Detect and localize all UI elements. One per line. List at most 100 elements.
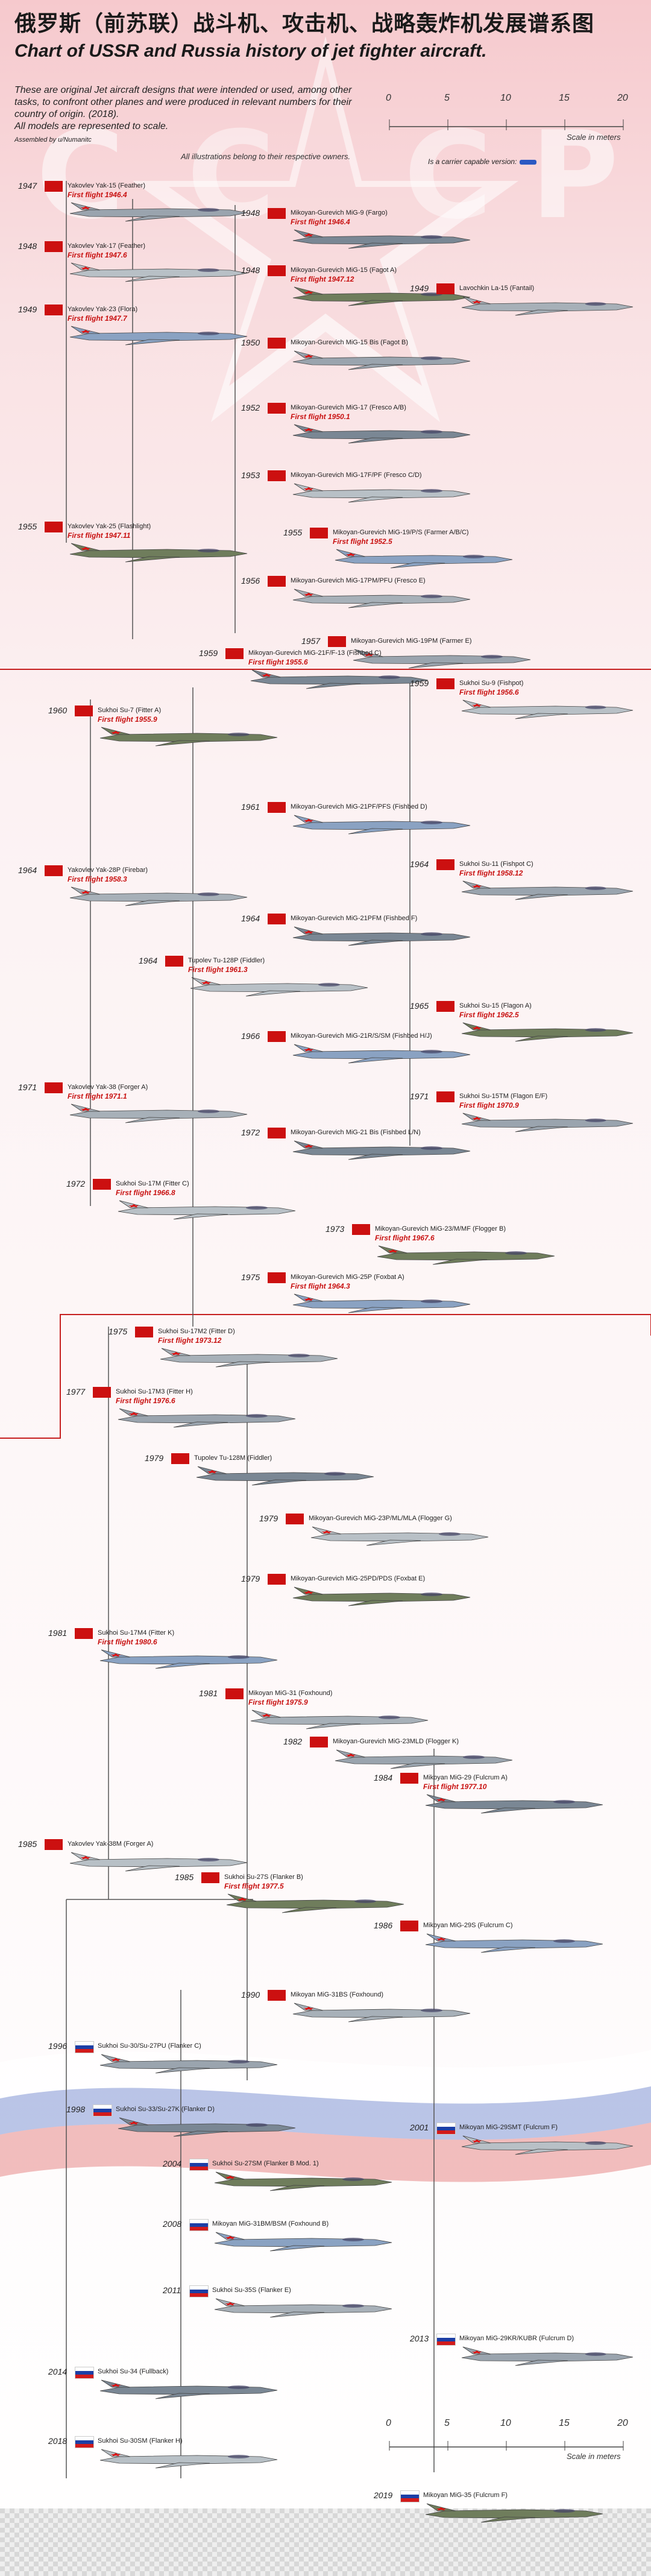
aircraft-name: Yakovlev Yak-15 (Feather): [68, 182, 146, 189]
rights-note: All illustrations belong to their respec…: [181, 152, 351, 161]
ussr-flag-icon: [268, 470, 286, 481]
entry-year: 2004: [163, 2159, 182, 2168]
aircraft-name: Sukhoi Su-15TM (Flagon E/F): [459, 1093, 548, 1100]
first-flight-label: First flight 1958.3: [68, 875, 127, 883]
svg-text:C: C: [187, 106, 275, 246]
entry-year: 1956: [241, 576, 260, 586]
entry-year: 1973: [326, 1224, 345, 1234]
aircraft-profile-illustration: [309, 1526, 489, 1549]
scale-tick: 15: [559, 2418, 570, 2428]
entry-year: 1972: [66, 1179, 86, 1189]
ussr-flag-icon: [45, 305, 63, 315]
scale-tick: 5: [444, 93, 450, 103]
aircraft-profile-illustration: [116, 2117, 297, 2140]
aircraft-profile-illustration: [291, 588, 471, 611]
aircraft-name: Mikoyan-Gurevich MiG-9 (Fargo): [291, 209, 388, 216]
entry-year: 1948: [241, 208, 260, 218]
ussr-flag-icon: [286, 1514, 304, 1524]
aircraft-name: Sukhoi Su-11 (Fishpot C): [459, 860, 533, 868]
aircraft-profile-illustration: [98, 2053, 278, 2077]
entry-year: 1984: [374, 1773, 393, 1782]
scale-tick: 0: [386, 2418, 391, 2428]
entry-year: 1959: [199, 648, 218, 658]
aircraft-profile-illustration: [68, 325, 248, 349]
ussr-flag-icon: [436, 678, 454, 689]
first-flight-label: First flight 1966.8: [116, 1189, 175, 1197]
red-star-watermark: [133, 36, 518, 422]
aircraft-profile-illustration: [212, 2297, 393, 2321]
entry-year: 1948: [18, 241, 37, 251]
scale-tick: 10: [500, 2418, 511, 2428]
first-flight-label: First flight 1947.6: [68, 251, 127, 259]
aircraft-profile-illustration: [291, 482, 471, 506]
ussr-flag-icon: [310, 1737, 328, 1747]
aircraft-name: Yakovlev Yak-23 (Flora): [68, 306, 138, 313]
scale-tick: 10: [500, 93, 511, 103]
entry-year: 1961: [241, 802, 260, 812]
entry-year: 2001: [410, 2123, 429, 2132]
aircraft-profile-illustration: [68, 1103, 248, 1126]
ussr-flag-icon: [268, 1272, 286, 1283]
aircraft-name: Mikoyan-Gurevich MiG-25P (Foxbat A): [291, 1274, 404, 1281]
aircraft-name: Mikoyan-Gurevich MiG-19PM (Farmer E): [351, 637, 472, 645]
aircraft-profile-illustration: [291, 1293, 471, 1316]
aircraft-profile-illustration: [291, 229, 471, 252]
ussr-flag-icon: [268, 576, 286, 587]
first-flight-label: First flight 1970.9: [459, 1101, 519, 1110]
aircraft-profile-illustration: [68, 886, 248, 909]
ussr-flag-icon: [268, 265, 286, 276]
aircraft-profile-illustration: [291, 1586, 471, 1609]
ussr-flag-icon: [400, 1773, 418, 1784]
aircraft-profile-illustration: [291, 350, 471, 373]
entry-year: 1982: [283, 1737, 303, 1746]
title-english: Chart of USSR and Russia history of jet …: [14, 41, 487, 61]
aircraft-profile-illustration: [351, 648, 532, 672]
russia-flag-icon: [189, 2219, 209, 2231]
assembled-by: Assembled by u/Numanitc: [14, 136, 92, 144]
ussr-flag-icon: [45, 1082, 63, 1093]
entry-year: 1975: [241, 1272, 260, 1282]
aircraft-profile-illustration: [68, 201, 248, 225]
aircraft-name: Mikoyan-Gurevich MiG-23MLD (Flogger K): [333, 1738, 459, 1745]
carrier-icon: [519, 160, 536, 165]
aircraft-profile-illustration: [291, 423, 471, 447]
aircraft-profile-illustration: [291, 814, 471, 838]
entry-year: 1955: [18, 522, 37, 531]
aircraft-profile-illustration: [291, 1140, 471, 1163]
aircraft-name: Mikoyan-Gurevich MiG-25PD/PDS (Foxbat E): [291, 1575, 426, 1582]
aircraft-name: Sukhoi Su-17M2 (Fitter D): [158, 1328, 235, 1335]
entry-year: 1949: [18, 305, 37, 314]
entry-year: 1981: [199, 1688, 218, 1698]
aircraft-profile-illustration: [459, 880, 634, 903]
aircraft-name: Sukhoi Su-30SM (Flanker H): [98, 2437, 183, 2445]
aircraft-profile-illustration: [423, 1933, 604, 1956]
entry-year: 1985: [18, 1839, 37, 1849]
ussr-flag-icon: [93, 1179, 111, 1190]
ussr-flag-icon: [45, 1839, 63, 1850]
aircraft-profile-illustration: [116, 1199, 297, 1223]
ussr-flag-icon: [45, 865, 63, 876]
intro-line: tasks, to confront other planes and were…: [14, 97, 352, 107]
russia-flag-icon: [75, 2436, 94, 2448]
chart-header: 俄罗斯（前苏联）战斗机、攻击机、战略轰炸机发展谱系图 Chart of USSR…: [14, 6, 641, 62]
aircraft-name: Sukhoi Su-17M (Fitter C): [116, 1180, 189, 1187]
entry-year: 1975: [108, 1327, 128, 1336]
first-flight-label: First flight 1976.6: [116, 1397, 175, 1405]
entry-year: 2014: [48, 2367, 68, 2376]
aircraft-profile-illustration: [291, 1043, 471, 1067]
first-flight-label: First flight 1955.6: [248, 658, 308, 666]
ussr-flag-icon: [328, 636, 346, 647]
carrier-note: Is a carrier capable version:: [428, 158, 537, 166]
ussr-flag-icon: [75, 1628, 93, 1639]
entry-year: 1950: [241, 338, 260, 347]
scale-ruler: [389, 119, 624, 130]
aircraft-name: Yakovlev Yak-38M (Forger A): [68, 1840, 154, 1848]
entry-year: 1965: [410, 1001, 429, 1011]
entry-year: 1960: [48, 706, 68, 715]
ussr-flag-icon: [225, 1688, 244, 1699]
ussr-flag-icon: [436, 283, 454, 294]
aircraft-profile-illustration: [291, 926, 471, 949]
aircraft-profile-illustration: [98, 2379, 278, 2402]
russia-flag-icon: [400, 2490, 420, 2502]
